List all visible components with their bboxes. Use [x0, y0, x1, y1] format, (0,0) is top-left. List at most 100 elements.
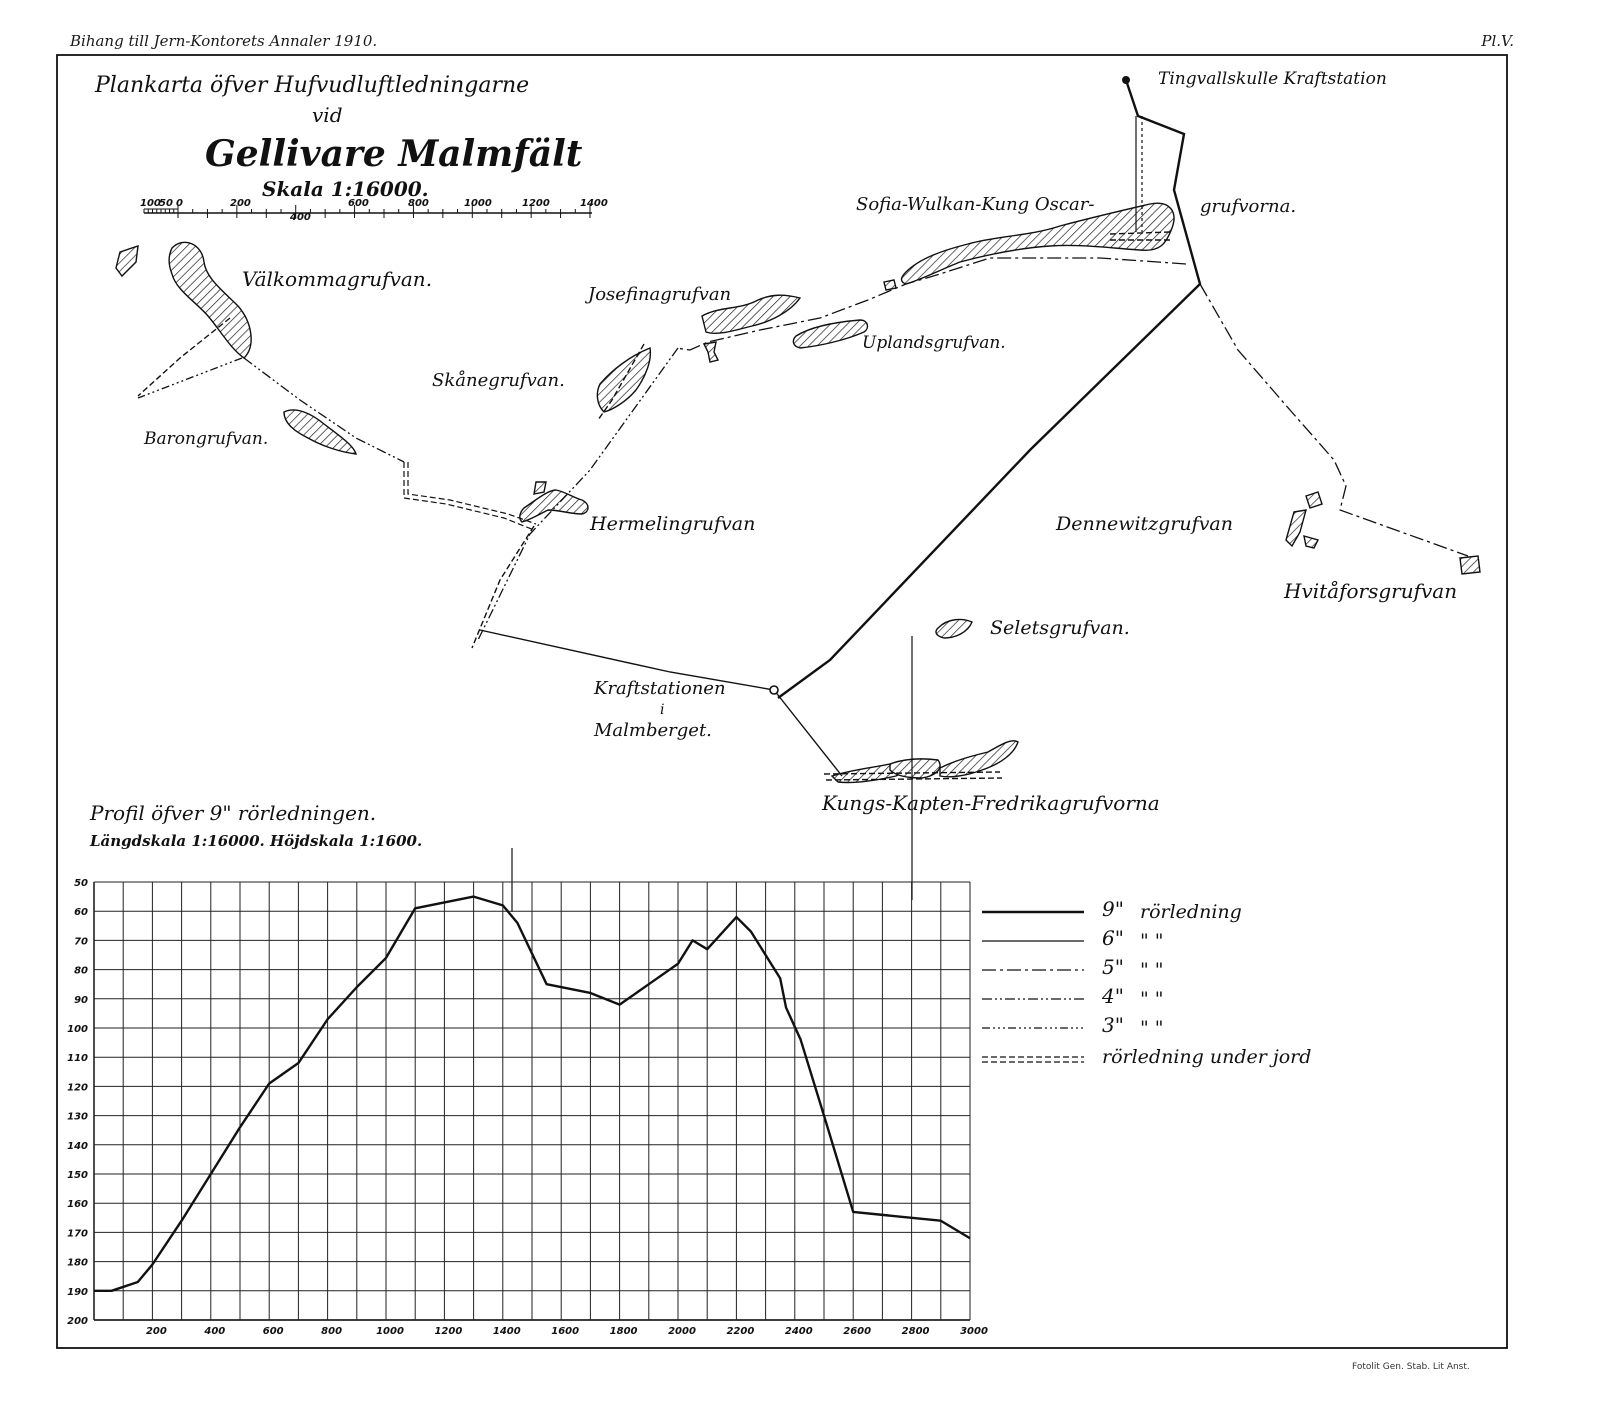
- photo-credit: Fotolit Gen. Stab. Lit Anst.: [1352, 1362, 1470, 1372]
- scale-label-100: 100: [140, 198, 161, 209]
- orebody-dennewitz-2: [1285, 509, 1307, 548]
- label-kraftstation-2: i: [660, 702, 664, 718]
- scale-label-1000: 1000: [464, 198, 492, 209]
- x-tick-label: 600: [263, 1326, 284, 1337]
- label-skane: Skånegrufvan.: [432, 369, 565, 391]
- x-tick-label: 1400: [493, 1326, 521, 1337]
- x-tick-label: 2400: [785, 1326, 813, 1337]
- y-tick-label: 100: [67, 1024, 88, 1035]
- label-sofia: Sofia-Wulkan-Kung Oscar-: [856, 194, 1094, 215]
- orebody-uplands: [792, 319, 869, 349]
- label-hermelin: Hermelingrufvan: [589, 513, 755, 535]
- x-tick-label: 2200: [726, 1326, 754, 1337]
- y-tick-label: 120: [67, 1082, 88, 1093]
- label-uplands: Uplandsgrufvan.: [862, 333, 1006, 353]
- plate-frame: [56, 54, 1508, 1349]
- orebody-selets: [935, 618, 973, 639]
- legend-size: 4": [1101, 984, 1124, 1008]
- orebody-baron: [283, 409, 357, 455]
- map-title-line2: vid: [312, 103, 343, 127]
- label-kungs: Kungs-Kapten-Fredrikagrufvorna: [821, 791, 1160, 815]
- map-title-main: Gellivare Malmfält: [205, 133, 583, 175]
- map-scale-text: Skala 1:16000.: [262, 177, 429, 201]
- scale-label-800: 800: [408, 198, 429, 209]
- y-tick-label: 150: [67, 1170, 88, 1181]
- line-6in-kraft-west: [479, 629, 775, 691]
- series-9in-line: [94, 895, 971, 1293]
- line-5in-b: [675, 257, 1187, 351]
- line-underground-kungs: [823, 771, 1003, 781]
- line-underground-a2: [407, 462, 537, 525]
- profile-subtitle: Längdskala 1:16000. Höjdskala 1:1600.: [89, 832, 422, 850]
- legend-text: rörledning: [1140, 901, 1242, 923]
- label-selets: Seletsgrufvan.: [990, 617, 1130, 639]
- label-tingvallskulle: Tingvallskulle Kraftstation: [1158, 69, 1387, 89]
- scale-label-1400: 1400: [580, 198, 608, 209]
- plate-number: Pl.V.: [1481, 32, 1514, 50]
- y-tick-label: 160: [67, 1199, 88, 1210]
- y-tick-label: 60: [74, 907, 88, 918]
- orebody-sofia: [900, 202, 1175, 285]
- x-tick-label: 2000: [668, 1326, 696, 1337]
- x-tick-label: 2600: [843, 1326, 871, 1337]
- legend-size: 6": [1102, 926, 1124, 950]
- legend-text: " ": [1140, 930, 1164, 952]
- line-underground-d: [597, 343, 645, 421]
- map-title-line1: Plankarta öfver Hufvudluftledningarne: [94, 73, 529, 98]
- y-tick-label: 50: [74, 878, 88, 889]
- y-tick-label: 200: [67, 1316, 88, 1327]
- label-hvitafors: Hvitåforsgrufvan: [1283, 579, 1457, 603]
- line-underground-sofia: [1109, 231, 1171, 241]
- y-tick-label: 90: [74, 995, 88, 1006]
- legend-text: rörledning under jord: [1102, 1046, 1311, 1068]
- line-4in-josefina: [477, 347, 679, 641]
- label-sofia-suffix: grufvorna.: [1200, 196, 1296, 217]
- orebody-hermelin-small: [533, 481, 547, 495]
- legend-text: " ": [1140, 959, 1164, 981]
- line-underground-a: [403, 462, 535, 531]
- orebody-hermelin: [519, 489, 589, 523]
- profile-chart: 5060708090100110120130140150160170180190…: [67, 878, 988, 1337]
- x-tick-label: 400: [203, 1326, 225, 1337]
- legend-size: 9": [1102, 897, 1124, 921]
- legend-size: 3": [1102, 1013, 1124, 1037]
- scale-label-600: 600: [348, 198, 369, 209]
- label-dennewitz: Dennewitzgrufvan: [1055, 513, 1233, 535]
- orebody-sofia-small: [883, 279, 897, 291]
- profile-title: Profil öfver 9" rörledningen.: [89, 801, 376, 825]
- x-tick-label: 1000: [376, 1326, 404, 1337]
- orebody-josefina-small: [702, 341, 720, 363]
- y-tick-label: 70: [74, 936, 88, 947]
- legend-text: " ": [1140, 988, 1164, 1010]
- x-tick-label: 1800: [610, 1326, 638, 1337]
- orebody-kungs-east: [939, 740, 1019, 778]
- label-baron: Barongrufvan.: [143, 429, 268, 449]
- x-tick-label: 1200: [434, 1326, 462, 1337]
- y-tick-label: 140: [67, 1141, 88, 1152]
- y-tick-label: 180: [67, 1258, 88, 1269]
- label-kraftstation-1: Kraftstationen: [593, 678, 726, 699]
- orebody-hvitafors: [1459, 555, 1481, 575]
- legend-size: 5": [1102, 955, 1124, 979]
- line-4in-valkomma: [243, 357, 405, 463]
- orebody-josefina: [701, 294, 802, 335]
- line-underground-b: [471, 525, 535, 649]
- legend: 9" rörledning 6" " " 5" " " 4" " " 3" " " rörledni…: [982, 897, 1311, 1068]
- y-tick-label: 130: [67, 1112, 88, 1123]
- plate-header-left: Bihang till Jern-Kontorets Annaler 1910.: [70, 32, 378, 50]
- scale-label-0: 0: [176, 198, 183, 209]
- orebody-kungs-mid: [889, 758, 941, 779]
- orebody-small-west: [115, 244, 139, 278]
- scale-label-50: 50: [159, 198, 173, 209]
- x-tick-label: 1600: [551, 1326, 579, 1337]
- x-tick-label: 2800: [902, 1326, 930, 1337]
- legend-text: " ": [1140, 1017, 1164, 1039]
- line-9in-main: [777, 79, 1202, 699]
- line-3in-baron: [137, 357, 243, 399]
- tingvallskulle-station-marker: [1122, 76, 1130, 84]
- scale-label-200: 200: [230, 198, 251, 209]
- label-josefina: Josefinagrufvan: [584, 284, 731, 305]
- line-6in-kraft-kungs: [773, 689, 843, 777]
- scale-label-400: 400: [289, 212, 311, 223]
- line-5in-a: [1199, 283, 1469, 557]
